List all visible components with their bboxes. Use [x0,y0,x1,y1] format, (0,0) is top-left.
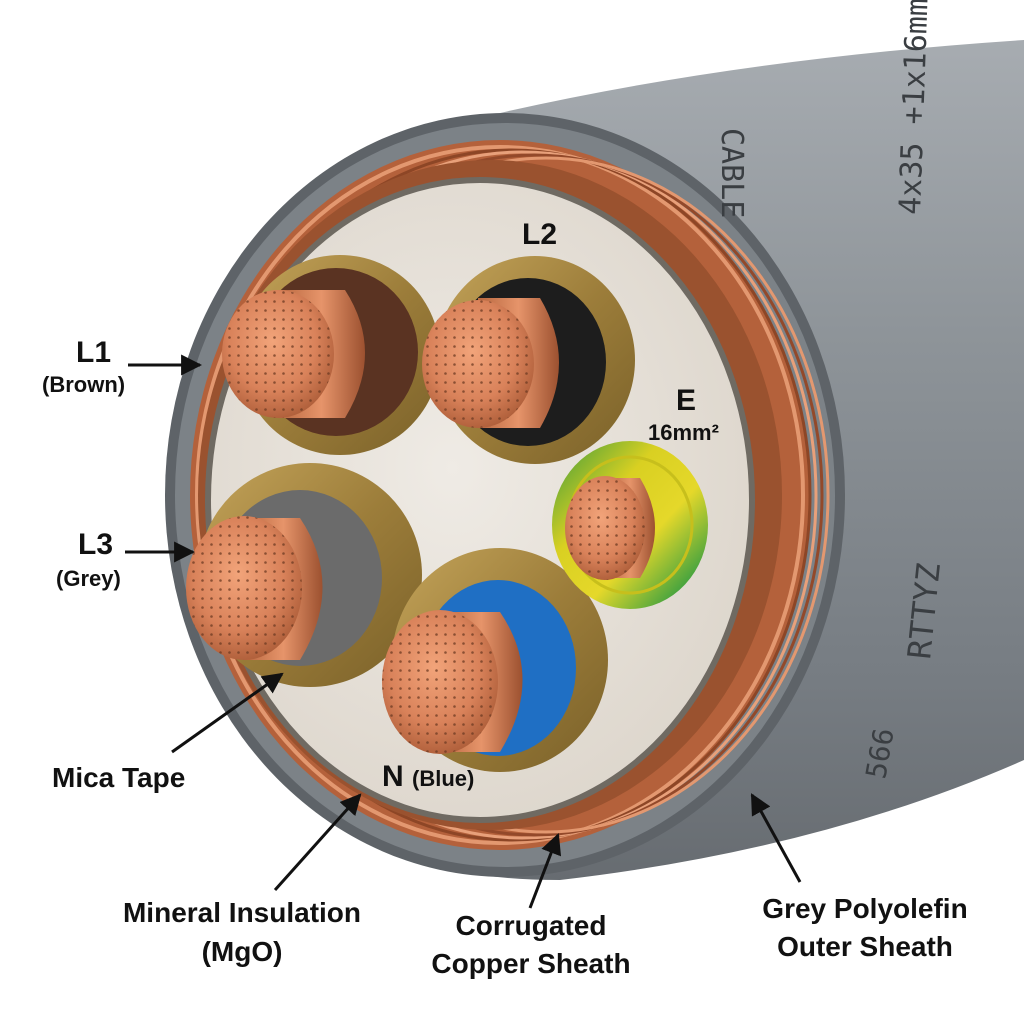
label-e-size: 16mm² [648,420,719,445]
arrow-copper [528,833,562,909]
core-l3-grey [186,463,422,687]
label-l3-code: L3 [78,528,114,561]
label-l1-code: L1 [76,336,112,369]
label-copper-line2: Copper Sheath [431,948,631,979]
label-e-code: E [676,384,697,417]
core-l1-brown [222,255,440,455]
label-copper-line1: Corrugated [455,910,607,941]
core-l2-black [422,256,635,464]
arrow-mica [171,672,284,754]
label-mica-tape: Mica Tape [52,762,186,793]
arrow-mineral [273,793,362,892]
label-mineral-line2: (MgO) [201,936,283,967]
label-l1-color: (Brown) [42,372,126,397]
label-l3-color: (Grey) [56,566,121,591]
print-spec: 4x35 +1x16mm² [893,0,936,215]
label-outer-line1: Grey Polyolefin [762,893,968,924]
label-n-color: (Blue) [412,766,475,791]
arrow-outer [750,793,802,883]
label-l2-code: L2 [522,218,558,251]
core-n-blue [382,548,608,772]
label-n-code: N [382,760,404,793]
leader-arrows [125,354,802,909]
label-mineral-line1: Mineral Insulation [122,897,362,928]
core-e-earth [552,441,708,609]
print-cable: CABLE [714,128,749,218]
label-outer-line2: Outer Sheath [777,931,953,962]
